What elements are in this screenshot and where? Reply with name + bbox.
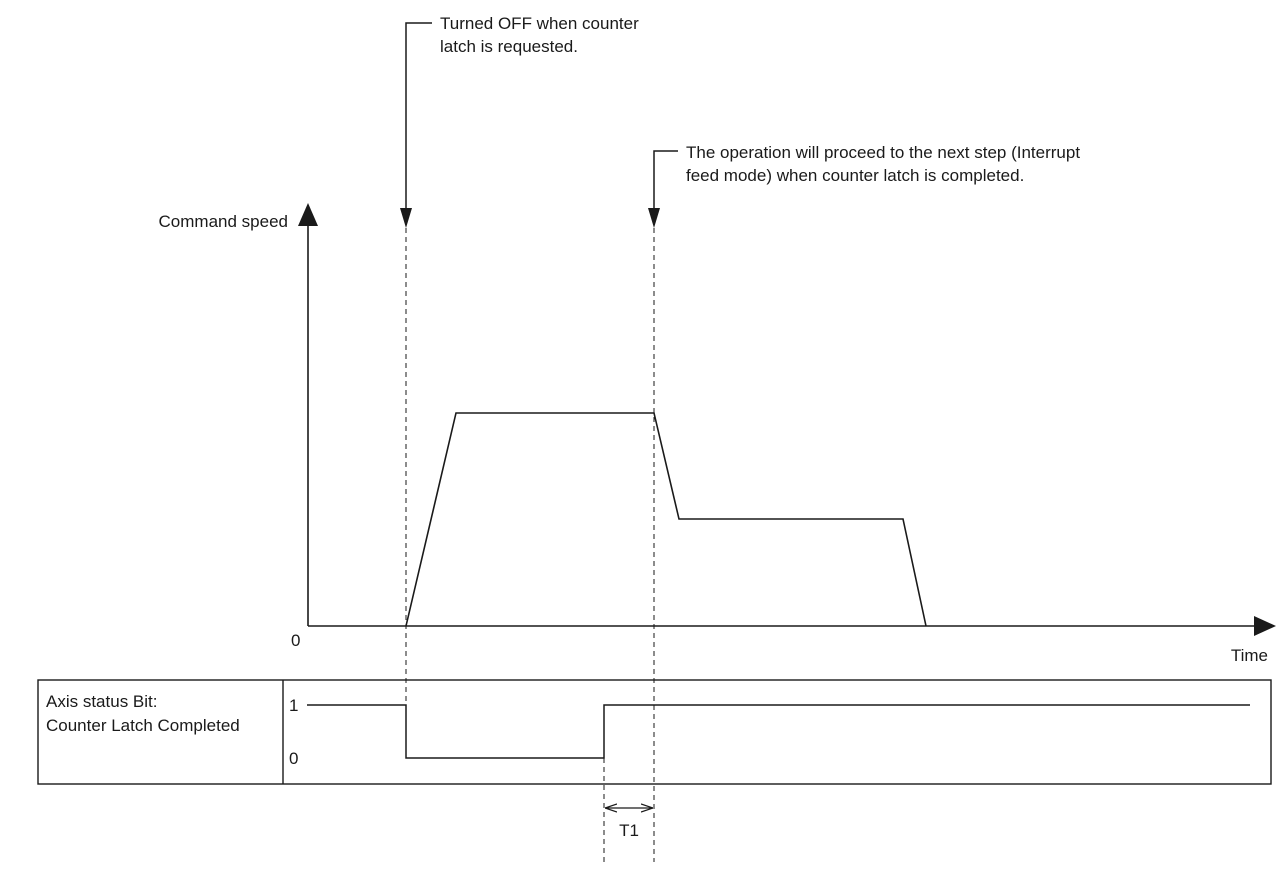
speed-chart: Command speed Time 0 (159, 203, 1276, 665)
annotation-next-step: The operation will proceed to the next s… (648, 143, 1080, 228)
leader-line-next-step (653, 150, 678, 208)
status-panel: Axis status Bit: Counter Latch Completed… (37, 679, 1272, 785)
reference-lines (405, 228, 655, 862)
y-axis-label: Command speed (159, 212, 288, 231)
y-axis-arrowhead (298, 203, 318, 226)
interval-t1: T1 (605, 808, 653, 840)
t1-label: T1 (619, 821, 639, 840)
x-axis-label: Time (1231, 646, 1268, 665)
annotation-next-step-line-2: feed mode) when counter latch is complet… (686, 166, 1024, 185)
status-label-line-2: Counter Latch Completed (46, 716, 240, 735)
x-axis-arrowhead (1254, 616, 1276, 636)
annotation-latch-request-line-1: Turned OFF when counter (440, 14, 639, 33)
counter-latch-completed-signal (307, 704, 1250, 759)
annotation-latch-request-line-2: latch is requested. (440, 37, 578, 56)
arrowhead-next-step (648, 208, 660, 228)
command-speed-profile (405, 412, 927, 627)
arrowhead-latch-request (400, 208, 412, 228)
level-low-label: 0 (289, 749, 298, 768)
annotation-latch-request: Turned OFF when counter latch is request… (400, 14, 639, 228)
leader-line-latch-request (405, 22, 432, 208)
status-label-line-1: Axis status Bit: (46, 692, 157, 711)
origin-label: 0 (291, 631, 300, 650)
annotation-next-step-line-1: The operation will proceed to the next s… (686, 143, 1080, 162)
level-high-label: 1 (289, 696, 298, 715)
status-panel-border (37, 679, 1272, 785)
